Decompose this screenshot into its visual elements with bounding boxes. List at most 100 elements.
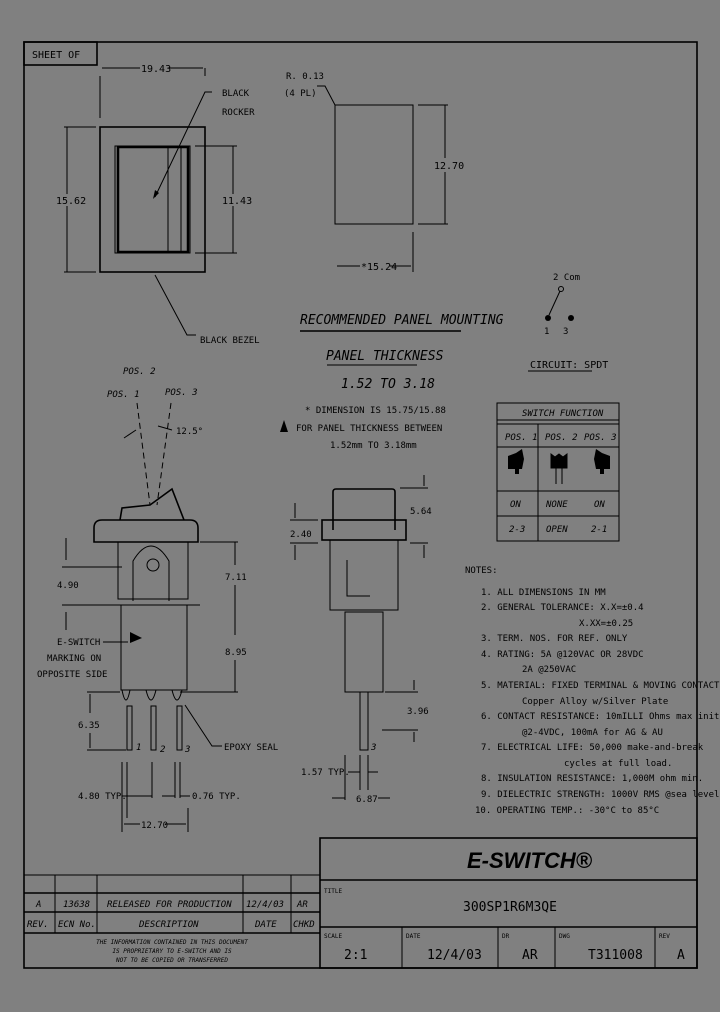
note-line: 2A @250VAC	[522, 665, 576, 675]
dim-7-11: 7.11	[225, 573, 247, 583]
switch-function-title: SWITCH FUNCTION	[522, 409, 604, 419]
note-line: 8. INSULATION RESISTANCE: 1,000M ohm min…	[481, 774, 703, 784]
side-angle: 12.5°	[176, 427, 203, 437]
dim-2-40: 2.40	[290, 530, 312, 540]
panel-note-2: FOR PANEL THICKNESS BETWEEN	[296, 424, 442, 434]
rev-entry: A	[35, 900, 41, 910]
side-pos-3: POS. 3	[165, 388, 198, 398]
rev-label: REV	[659, 933, 670, 940]
note-line: 7. ELECTRICAL LIFE: 50,000 make-and-brea…	[481, 743, 704, 753]
rocker-pos-1-icon	[508, 449, 524, 474]
scale-value: 2:1	[344, 948, 367, 963]
marking-label-1: E-SWITCH	[57, 638, 100, 648]
end-view: 3 2.40 5.64 3.96 1.57 TYP. 6.87	[290, 475, 432, 805]
dr-value: AR	[522, 948, 538, 963]
scale-label: SCALE	[324, 933, 342, 940]
note-line: X.XX=±0.25	[579, 619, 633, 629]
dim-rocker-height: 11.43	[222, 196, 252, 207]
marking-label-2: MARKING ON	[47, 654, 101, 664]
date-value: 12/4/03	[427, 948, 482, 963]
dim-cutout-width: *15.24	[361, 262, 397, 273]
description-entry: RELEASED FOR PRODUCTION	[107, 900, 232, 910]
note-line: 3. TERM. NOS. FOR REF. ONLY	[481, 634, 628, 644]
side-view: POS. 2 POS. 1 POS. 3 12.5° 1 2 3 4.90 7.…	[37, 367, 278, 832]
radius-label-1: R. 0.13	[286, 72, 324, 82]
dim-height: 15.62	[56, 196, 86, 207]
panel-note-1: * DIMENSION IS 15.75/15.88	[305, 406, 446, 416]
rocker-label-1: BLACK	[222, 89, 250, 99]
part-number: 300SP1R6M3QE	[463, 900, 557, 915]
chkd-entry: AR	[296, 900, 308, 910]
note-line: Copper Alloy w/Silver Plate	[522, 697, 668, 707]
dim-pin: 1.57 TYP.	[301, 768, 350, 778]
chkd-header: CHKD	[293, 920, 315, 930]
pos-1-header: POS. 1	[505, 433, 538, 443]
pos-1-connection: 2-3	[509, 525, 525, 535]
dim-width: 19.43	[141, 64, 171, 75]
circuit-terminal-3: 3	[563, 327, 568, 337]
title-label: TITLE	[324, 888, 342, 895]
note-line: 6. CONTACT RESISTANCE: 10mILLI Ohms max …	[481, 712, 720, 722]
pos-2-state: NONE	[545, 500, 568, 510]
sheet-box	[23, 41, 98, 66]
sheet-label: SHEET OF	[32, 50, 80, 61]
e-switch-logo: E-SWITCH®	[467, 848, 593, 873]
circuit-label: CIRCUIT: SPDT	[530, 360, 608, 371]
front-view: 19.43 15.62 11.43 BLACK ROCKER BLACK BEZ…	[56, 64, 260, 346]
dwg-value: T311008	[588, 948, 643, 963]
rev-value: A	[677, 948, 685, 963]
pos-3-connection: 2-1	[591, 525, 607, 535]
panel-thickness-title: PANEL THICKNESS	[326, 349, 444, 364]
dim-end-width: 6.87	[356, 795, 378, 805]
terminal-1-label: 1	[136, 743, 141, 753]
terminal-3-label: 3	[184, 745, 190, 755]
note-line: 1. ALL DIMENSIONS IN MM	[481, 588, 606, 598]
description-header: DESCRIPTION	[138, 920, 199, 930]
rocker-pos-3-icon	[594, 449, 610, 474]
date-label: DATE	[406, 933, 421, 940]
dim-pitch: 4.80 TYP.	[78, 792, 127, 802]
end-terminal-label: 3	[370, 743, 376, 753]
dim-4-90: 4.90	[57, 581, 79, 591]
circuit-terminal-1: 1	[544, 327, 549, 337]
pos-2-connection: OPEN	[546, 525, 568, 535]
dwg-label: DWG	[559, 933, 570, 940]
note-line: 2. GENERAL TOLERANCE: X.X=±0.4	[481, 603, 644, 613]
note-line: 5. MATERIAL: FIXED TERMINAL & MOVING CON…	[481, 681, 720, 691]
ecn-header: ECN No.	[58, 920, 96, 930]
panel-note-3: 1.52mm TO 3.18mm	[330, 441, 417, 451]
rev-header: REV.	[27, 920, 49, 930]
triangle-icon	[280, 420, 288, 432]
dim-8-95: 8.95	[225, 648, 247, 658]
date-header: DATE	[254, 920, 277, 930]
date-entry: 12/4/03	[246, 900, 284, 910]
proprietary-line: IS PROPRIETARY TO E-SWITCH AND IS	[112, 948, 232, 955]
pos-1-state: ON	[510, 500, 521, 510]
notes: NOTES: 1. ALL DIMENSIONS IN MM 2. GENERA…	[465, 566, 720, 816]
rocker-label-2: ROCKER	[222, 108, 255, 118]
proprietary-line: NOT TO BE COPIED OR TRANSFERRED	[115, 957, 228, 964]
note-line: 9. DIELECTRIC STRENGTH: 1000V RMS @sea l…	[481, 790, 719, 800]
pos-2-header: POS. 2	[545, 433, 578, 443]
dim-5-64: 5.64	[410, 507, 432, 517]
dim-cutout-height: 12.70	[434, 161, 464, 172]
side-pos-2: POS. 2	[123, 367, 156, 377]
terminal-2-label: 2	[160, 745, 165, 755]
dim-3-96: 3.96	[407, 707, 429, 717]
panel-mounting-title: RECOMMENDED PANEL MOUNTING	[300, 313, 504, 328]
circuit-com: 2 Com	[553, 273, 580, 283]
note-line: 10. OPERATING TEMP.: -30°C to 85°C	[475, 806, 659, 816]
notes-title: NOTES:	[465, 566, 498, 576]
rocker-pos-2-icon	[550, 453, 568, 484]
dim-overall: 12.70	[141, 821, 168, 831]
note-line: 4. RATING: 5A @120VAC OR 28VDC	[481, 650, 644, 660]
note-line: @2-4VDC, 100mA for AG & AU	[522, 728, 663, 738]
bezel-label: BLACK BEZEL	[200, 336, 260, 346]
panel-cutout: R. 0.13 (4 PL) 12.70 *15.24 RECOMMENDED …	[280, 72, 504, 451]
radius-label-2: (4 PL)	[284, 89, 317, 99]
dim-pin-width: 0.76 TYP.	[192, 792, 241, 802]
panel-thickness-range: 1.52 TO 3.18	[341, 377, 435, 392]
proprietary-line: THE INFORMATION CONTAINED IN THIS DOCUME…	[96, 939, 248, 946]
dim-6-35: 6.35	[78, 721, 100, 731]
